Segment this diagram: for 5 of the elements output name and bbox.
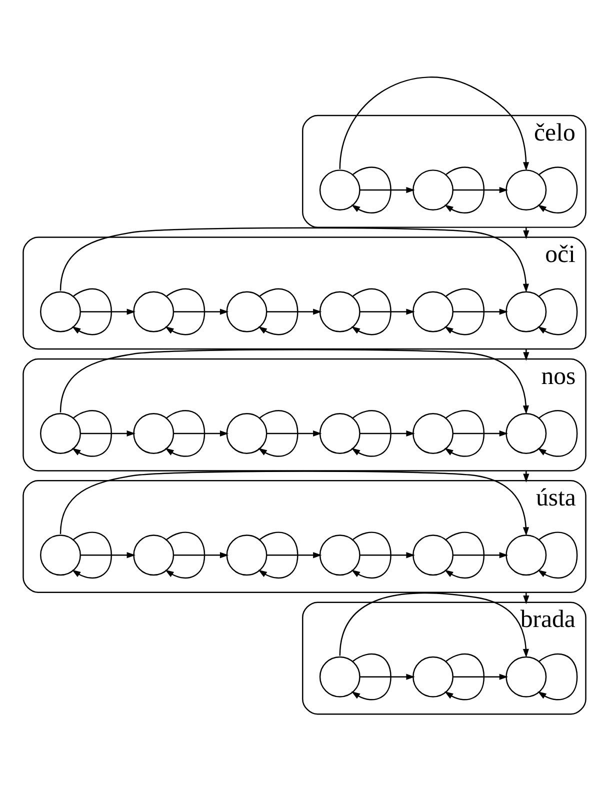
node-label: čelo (534, 118, 576, 146)
node-label: oči (545, 240, 576, 268)
node-label: ústa (536, 484, 576, 511)
node-label: brada (520, 606, 576, 633)
node-label: nos (541, 362, 576, 390)
